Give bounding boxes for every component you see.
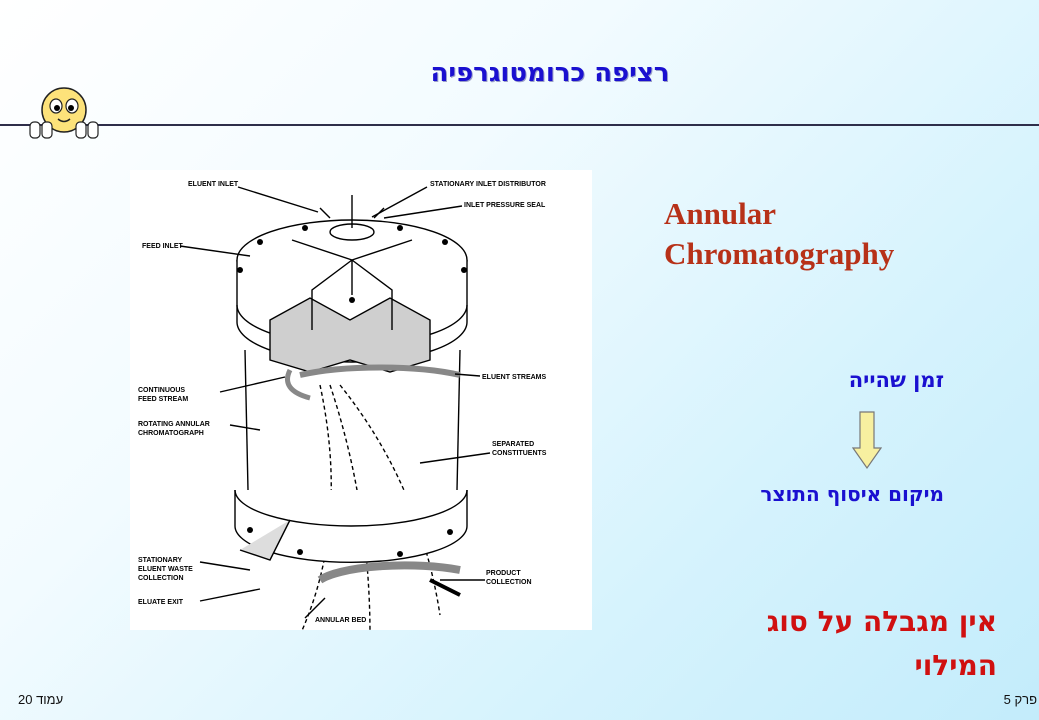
label-eluate-exit: ELUATE EXIT (138, 599, 184, 606)
label-rotating-2: CHROMATOGRAPH (138, 430, 204, 437)
label-feed-inlet: FEED INLET (142, 243, 184, 250)
label-separated-1: SEPARATED (492, 441, 534, 448)
peeking-face-icon (29, 87, 99, 139)
annular-chromatograph-diagram: ELUENT INLET STATIONARY INLET DISTRIBUTO… (130, 170, 592, 630)
collection-location-label: מיקום איסוף התוצר (760, 482, 944, 506)
footer-page: עמוד 20 (18, 692, 64, 707)
label-inlet-pressure-seal: INLET PRESSURE SEAL (464, 202, 546, 209)
header-rule (0, 124, 1039, 126)
label-eluent-inlet: ELUENT INLET (188, 181, 239, 188)
label-waste-1: STATIONARY (138, 557, 183, 564)
label-annular-bed: ANNULAR BED (315, 617, 366, 624)
english-heading: Annular Chromatography (664, 194, 964, 274)
label-stationary-inlet-distributor: STATIONARY INLET DISTRIBUTOR (430, 181, 546, 188)
label-eluent-streams: ELUENT STREAMS (482, 374, 547, 381)
no-limit-note: אין מגבלה על סוג המילוי (677, 600, 997, 688)
no-limit-line1: אין מגבלה על סוג (766, 605, 997, 638)
slide-title: רציפה כרומטוגרפיה (430, 58, 670, 88)
down-arrow-icon (852, 411, 882, 470)
no-limit-line2: המילוי (914, 649, 997, 682)
label-continuous-1: CONTINUOUS (138, 387, 185, 394)
residence-time-label: זמן שהייה (848, 368, 944, 392)
english-heading-line1: Annular (664, 196, 776, 231)
label-waste-2: ELUENT WASTE (138, 566, 193, 573)
label-continuous-2: FEED STREAM (138, 396, 188, 403)
label-separated-2: CONSTITUENTS (492, 450, 547, 457)
label-rotating-1: ROTATING ANNULAR (138, 421, 210, 428)
english-heading-line2: Chromatography (664, 236, 895, 271)
label-waste-3: COLLECTION (138, 575, 184, 582)
label-product-1: PRODUCT (486, 570, 521, 577)
footer-chapter: פרק 5 (1003, 692, 1037, 707)
label-product-2: COLLECTION (486, 579, 532, 586)
